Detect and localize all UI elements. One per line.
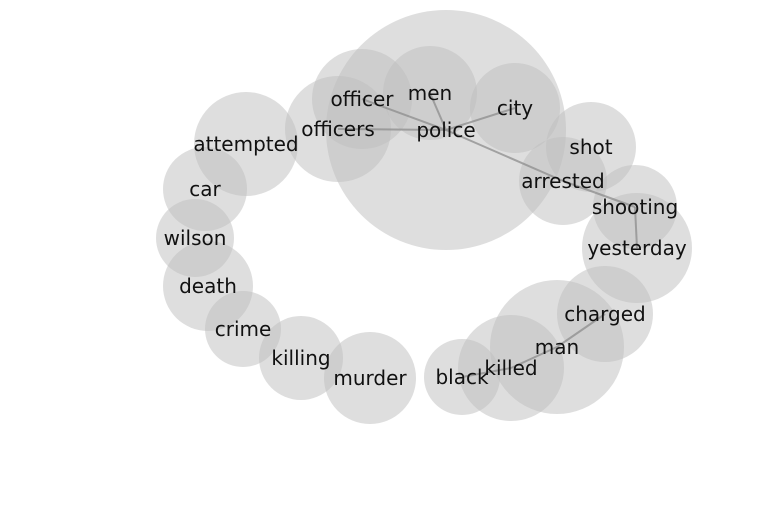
label-murder: murder [333, 366, 407, 390]
edge-police-arrested [445, 129, 564, 182]
label-wilson: wilson [164, 226, 227, 250]
label-attempted: attempted [193, 132, 298, 156]
label-police: police [416, 118, 475, 142]
edge-police-city [445, 107, 516, 131]
edge-police-officer [361, 98, 447, 131]
label-shooting: shooting [592, 195, 678, 219]
edge-shooting-yesterday [634, 206, 638, 249]
edge-killed-black [461, 367, 512, 378]
label-city: city [497, 96, 533, 120]
label-shot: shot [569, 135, 612, 159]
edge-layer [337, 92, 638, 378]
label-arrested: arrested [521, 169, 604, 193]
label-men: men [408, 81, 452, 105]
edge-arrested-shooting [562, 180, 636, 208]
label-yesterday: yesterday [587, 236, 687, 260]
label-man: man [535, 335, 579, 359]
edge-charged-man [556, 313, 606, 348]
bubble-murder [324, 332, 416, 424]
label-killing: killing [271, 346, 330, 370]
label-crime: crime [215, 317, 272, 341]
bubble-attempted [194, 92, 298, 196]
label-layer: police men officer officers city shot arrested… [164, 81, 687, 390]
edge-man-killed [510, 346, 558, 369]
label-car: car [189, 177, 221, 201]
label-death: death [179, 274, 237, 298]
label-black: black [435, 365, 489, 389]
label-officer: officer [330, 87, 394, 111]
edge-police-officers [337, 128, 447, 131]
label-charged: charged [564, 302, 646, 326]
label-killed: killed [484, 356, 537, 380]
edge-police-men [429, 92, 447, 131]
label-officers: officers [301, 117, 375, 141]
